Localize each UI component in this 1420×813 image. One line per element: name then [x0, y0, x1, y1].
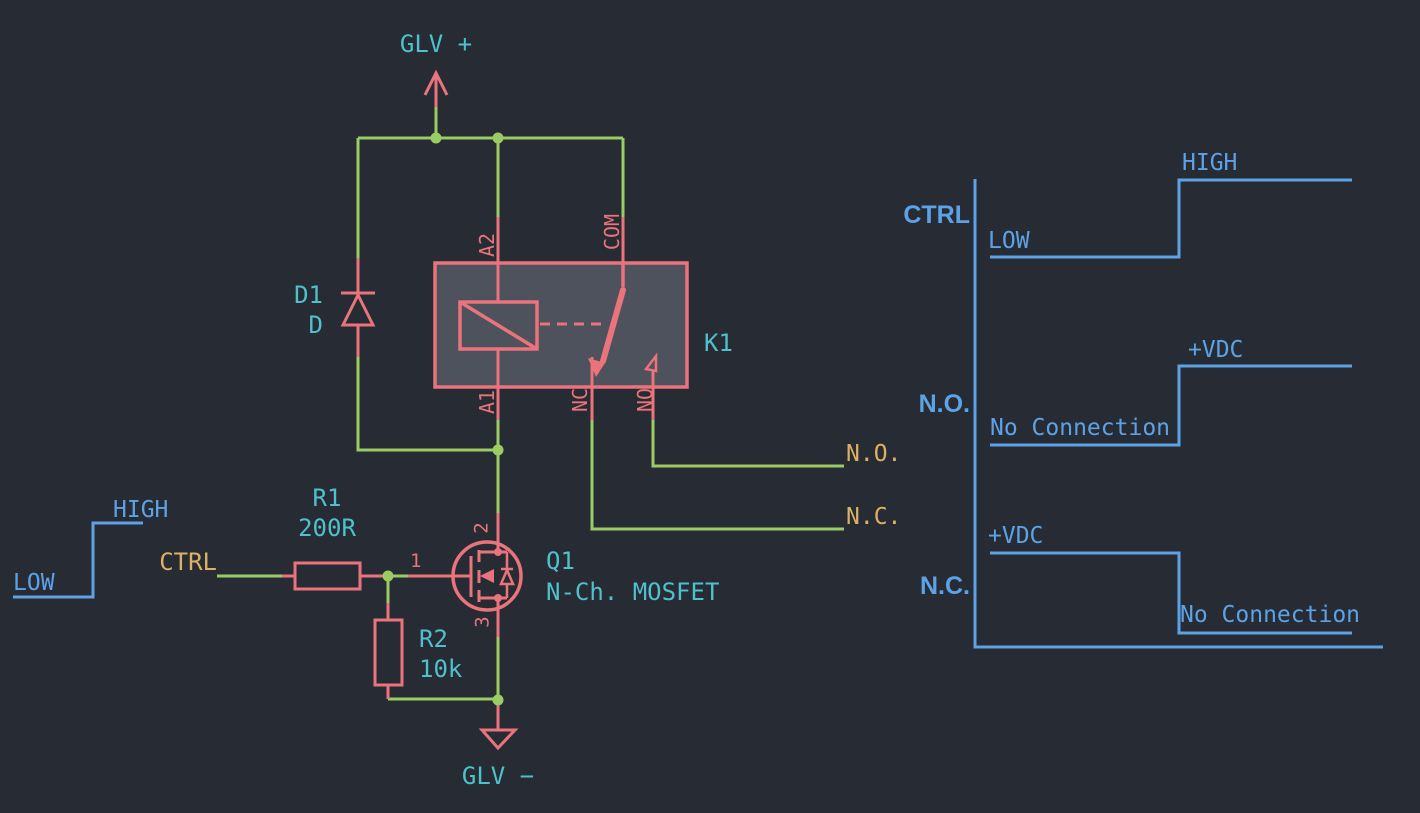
resistor-r1-symbol[interactable]: [293, 561, 362, 591]
q1-reference[interactable]: Q1: [546, 547, 575, 575]
input-step-line: [13, 521, 143, 599]
k1-pin-no-label: NO: [633, 387, 657, 413]
timing-diagram: [973, 178, 1383, 649]
d1-reference[interactable]: D1: [294, 281, 323, 309]
nc-net-label[interactable]: N.C.: [846, 504, 902, 530]
resistor-r1-body: [293, 561, 362, 591]
relay-armature: [600, 287, 626, 364]
input-step-waveform: [13, 521, 143, 599]
relay-coil-diagonal: [459, 300, 538, 351]
power-arrow-head: [423, 69, 449, 96]
timing-ctrl-before-label: LOW: [988, 228, 1030, 254]
k1-pin-com-label: COM: [600, 213, 624, 251]
q1-pin-source-number: 3: [471, 616, 494, 628]
junction-dot: [382, 570, 394, 582]
input-low-label: LOW: [13, 570, 55, 596]
mosfet-bodydiode-triangle: [499, 566, 515, 586]
q1-pin-drain-number: 2: [470, 522, 493, 534]
timing-signal-no: N.O.: [918, 390, 970, 418]
mosfet-drain-dot: [494, 548, 502, 556]
k1-pin-nc-label: NC: [568, 387, 592, 413]
timing-nc-before-label: +VDC: [988, 523, 1044, 549]
junction-dot: [430, 132, 442, 144]
mosfet-q1-symbol[interactable]: [451, 540, 523, 612]
q1-value[interactable]: N-Ch. MOSFET: [546, 578, 720, 606]
wire-nc-out[interactable]: [590, 420, 844, 531]
timing-wave-no: [990, 364, 1352, 447]
power-symbol-glv-plus[interactable]: [423, 69, 449, 107]
resistor-r2-body: [373, 618, 404, 687]
diode-triangle: [340, 291, 376, 327]
timing-nc-after-label: No Connection: [1180, 602, 1361, 628]
mosfet-body-circle: [451, 540, 523, 612]
timing-axis: [973, 179, 1383, 649]
junction-dot: [492, 694, 504, 706]
no-net-label[interactable]: N.O.: [846, 441, 902, 467]
mosfet-arrow: [480, 569, 494, 583]
r1-value[interactable]: 200R: [298, 514, 356, 542]
k1-reference[interactable]: K1: [704, 329, 733, 357]
junction-dot: [492, 132, 504, 144]
timing-no-before-label: No Connection: [990, 415, 1171, 441]
timing-signal-nc: N.C.: [920, 572, 970, 600]
junction-dot: [492, 444, 504, 456]
r2-value[interactable]: 10k: [419, 655, 463, 683]
timing-no-after-label: +VDC: [1188, 337, 1244, 363]
power-symbol-glv-minus[interactable]: [478, 728, 519, 751]
k1-pin-a2-label: A2: [475, 232, 499, 258]
diode-d1-symbol[interactable]: [340, 291, 376, 327]
r2-reference[interactable]: R2: [419, 625, 448, 653]
timing-wave-ctrl: [990, 178, 1352, 259]
d1-value[interactable]: D: [308, 311, 323, 339]
relay-k1-symbol[interactable]: [433, 261, 689, 389]
resistor-r2-symbol[interactable]: [373, 618, 404, 687]
wire-junctions: [382, 132, 504, 706]
mosfet-source-dot: [494, 594, 502, 602]
timing-wave-nc: [990, 551, 1352, 635]
input-high-label: HIGH: [113, 497, 169, 523]
glv-minus-label[interactable]: GLV −: [461, 762, 535, 790]
wire-net[interactable]: [217, 107, 844, 701]
timing-ctrl-after-label: HIGH: [1182, 150, 1238, 176]
ctrl-net-label[interactable]: CTRL: [159, 548, 217, 576]
q1-pin-gate-number: 1: [410, 550, 422, 572]
wire-d1-bottom[interactable]: [356, 357, 498, 452]
wire-no-out[interactable]: [651, 420, 844, 468]
k1-pin-a1-label: A1: [475, 389, 499, 415]
r1-reference[interactable]: R1: [312, 484, 342, 512]
timing-signal-ctrl: CTRL: [903, 201, 970, 229]
glv-plus-label[interactable]: GLV +: [399, 30, 473, 58]
ground-triangle: [478, 728, 519, 751]
relay-no-contact-triangle: [643, 352, 658, 373]
